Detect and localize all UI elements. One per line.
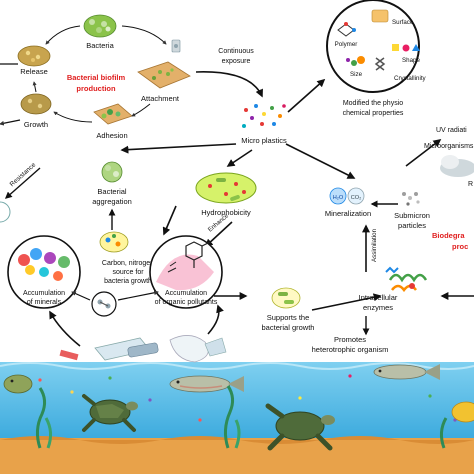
attachment-plate-icon [137,39,191,89]
size-icon [346,56,365,66]
label-supports-line1: Supports the [267,313,310,322]
release-biofilm-icon [17,45,51,67]
crystallinity-icon [374,57,386,71]
biofilm-cycle: Bacteria Release Bacterial biofilm produ… [0,14,191,140]
enhance-arrow [204,221,233,248]
label-intracellular-line2: enzymes [363,303,393,312]
label-hydrophobicity: Hydrophobicity [201,208,251,217]
label-promotes-line1: Promotes [334,335,366,344]
label-r-cut: R [468,181,473,188]
label-carbon-line1: Carbon, nitrogen [102,260,154,267]
resistance-arrow: Resistance [4,161,41,199]
property-crystallinity: Crystallinity [394,75,427,82]
properties-circle: Surface Polymer Shape Size Crystallinity [326,0,427,93]
label-uv-radiation: UV radiati [436,127,467,134]
organic-pollutants-circle [149,235,223,309]
label-bacteria: Bacteria [86,41,114,50]
arrow-to-uv [405,139,442,167]
fish-yellow [451,401,474,423]
seaweed [35,385,448,449]
label-biodegradation-line2: proc [452,242,468,251]
label-aggregation-line1: Bacterial [97,187,127,196]
polymer-icon [337,22,356,37]
arrow-to-organic [162,205,177,236]
bacterial-biofilm-title-line2: production [76,84,116,93]
mineralization-icon: H₂O CO₂ [329,187,365,205]
property-surface: Surface [392,19,414,26]
label-submicron-line1: Submicron [394,211,430,220]
label-release: Release [20,67,48,76]
h2o-icon: H₂O [333,195,344,201]
properties-caption-line2: chemical properties [343,110,404,117]
label-submicron-line2: particles [398,221,426,230]
supports-growth-icon [271,287,301,309]
label-mineralization: Mineralization [325,209,371,218]
surface-icon [371,9,389,23]
adhesion-icon [93,103,133,125]
label-biodegradation-line1: Biodegra [432,231,465,240]
bacteria-cluster-icon [83,14,117,38]
fish-right [373,364,440,380]
arrow-to-properties [287,78,326,113]
label-microplastics: Micro plastics [241,136,287,145]
label-minerals-line1: Accumulation [23,290,65,297]
label-carbon-line3: bacteria growth [104,278,152,285]
bacterial-aggregation-icon [101,161,123,183]
turtle-right [265,403,335,451]
arrow-to-enzymes [311,293,382,311]
plastic-debris [59,335,227,363]
label-microorganism: Microorganisms [424,143,474,150]
property-size: Size [350,71,363,78]
arrow-to-adhesion [120,143,237,154]
submicron-particles-icon [402,192,420,206]
arrow-plastic-to-minerals [49,310,81,347]
label-organic-line2: of organic pollutants [155,299,218,306]
arrow-to-hydrophobicity [226,149,253,167]
shape-icon [392,44,420,52]
arrow-to-mineralization [285,143,356,179]
label-continuous-line2: exposure [222,58,251,65]
turtle-left [82,394,138,432]
carbon-source-icon [99,231,129,253]
label-attachment: Attachment [141,94,180,103]
water-microparticles [38,374,457,422]
growth-biofilm-icon [20,93,52,115]
label-assimilation: Assimilation [371,228,378,262]
microplastics-particles-icon [242,104,286,128]
minerals-circle [7,235,81,309]
label-minerals-line2: of minerals [27,299,62,306]
label-continuous-line1: Continuous [218,48,254,55]
molecule-center-circle [91,291,117,317]
property-shape: Shape [402,57,420,64]
label-organic-line1: Accumulation [165,290,207,297]
partial-circle-left [0,201,11,223]
intracellular-enzymes-icon [385,266,428,293]
arrow-plastic-to-organic [207,304,224,335]
microscope-icon [171,39,181,53]
label-aggregation-line2: aggregation [92,197,132,206]
ocean-scene [0,335,474,474]
fish-center [169,375,244,393]
label-carbon-line2: source for [112,269,144,276]
properties-caption-line1: Modified the physio [343,100,403,107]
label-promotes-line2: heterotrophic organism [312,345,389,354]
growth-out-arrow [0,119,21,126]
label-adhesion: Adhesion [96,131,127,140]
hydrophobicity-icon [195,172,257,204]
fish-left [3,374,33,394]
co2-icon: CO₂ [351,195,362,201]
exposure-arrow [195,71,263,98]
label-intracellular-line1: Intracellular [359,293,398,302]
property-polymer: Polymer [335,41,358,48]
label-supports-line2: bacterial growth [262,323,315,332]
bacterial-biofilm-title-line1: Bacterial biofilm [67,73,126,82]
cloud-microorganism-icon [440,155,474,177]
label-growth: Growth [24,120,48,129]
